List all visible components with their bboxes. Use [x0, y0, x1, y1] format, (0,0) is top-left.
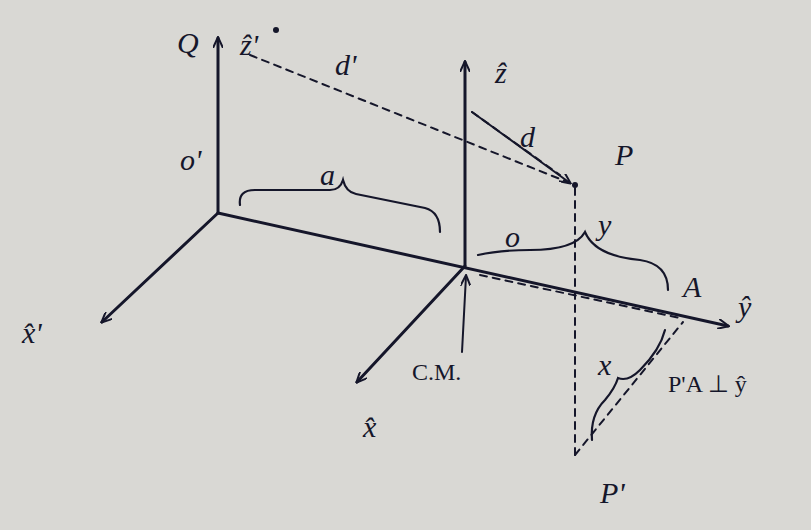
axis-label: ŷ: [738, 292, 751, 322]
perpendicular-note: P'A ⊥ ŷ: [668, 372, 747, 396]
center-of-mass-label: C.M.: [412, 360, 461, 384]
distance-label: d': [335, 50, 356, 80]
axis-label: ẑ: [495, 58, 507, 88]
origin-label: o: [505, 222, 520, 252]
point-label: Q: [177, 28, 199, 58]
point-label: P': [600, 478, 625, 508]
distance-label: x: [598, 350, 611, 380]
axis-label: x̂': [22, 318, 42, 348]
origin-label: o': [180, 145, 201, 175]
point-label: A: [683, 272, 701, 302]
axis-label: ẑ': [240, 30, 258, 60]
axis-label: x̂: [363, 412, 376, 442]
distance-label: a: [320, 160, 335, 190]
distance-label: d: [520, 122, 535, 152]
distance-label: y: [598, 210, 611, 240]
point-label: P: [615, 140, 633, 170]
